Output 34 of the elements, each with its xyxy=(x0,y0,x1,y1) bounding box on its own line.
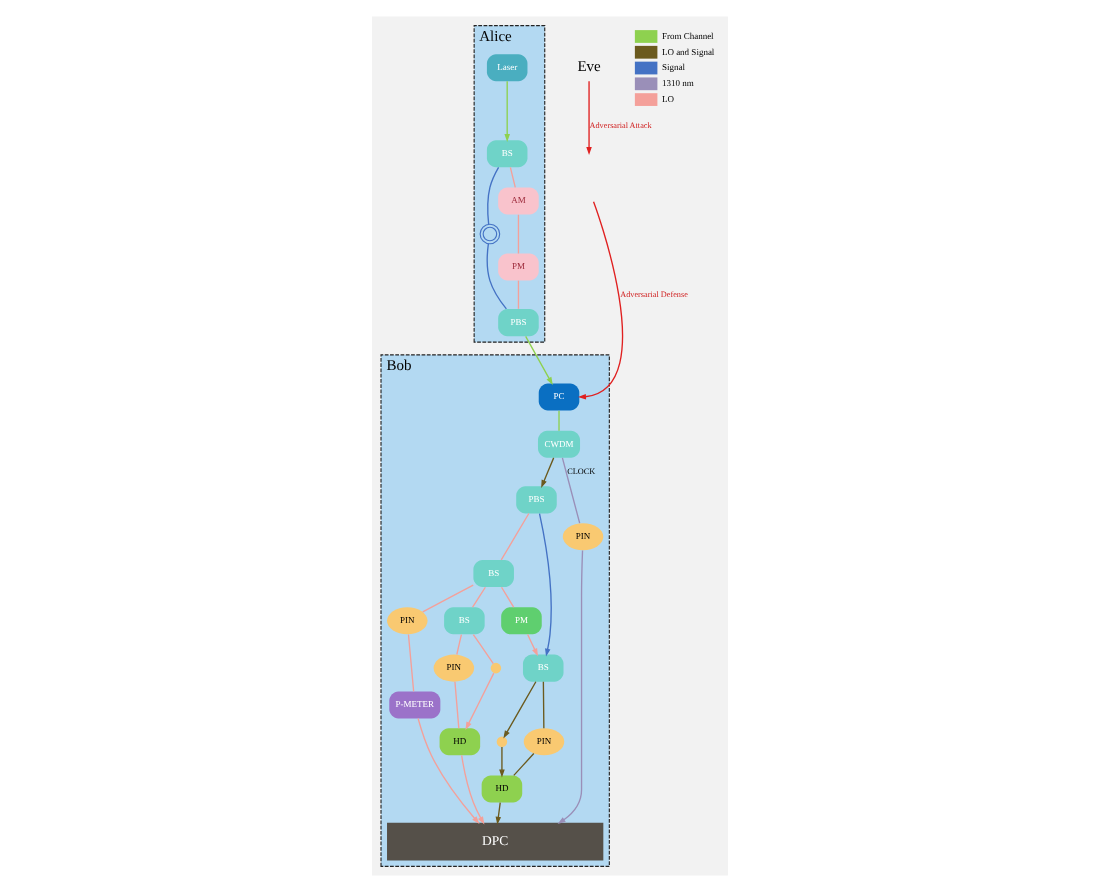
arrow xyxy=(557,549,584,824)
arrow xyxy=(504,80,510,142)
connector xyxy=(454,681,460,729)
connector xyxy=(407,633,415,693)
arrow xyxy=(526,633,538,657)
connector xyxy=(513,752,535,777)
arrow xyxy=(578,201,624,400)
arrow xyxy=(499,746,505,778)
connector xyxy=(471,586,487,608)
arrow xyxy=(417,717,480,825)
connector xyxy=(500,512,530,561)
connector xyxy=(472,633,494,665)
connector xyxy=(558,410,560,432)
arrow xyxy=(586,80,592,155)
connector xyxy=(486,243,508,310)
arrow xyxy=(465,672,495,730)
connector xyxy=(517,279,520,310)
arrow xyxy=(495,802,502,825)
arrow xyxy=(461,754,485,825)
arrow xyxy=(503,681,537,739)
node-circle xyxy=(490,662,502,674)
arrow xyxy=(541,457,555,488)
arrow xyxy=(525,335,553,386)
arrow xyxy=(538,512,552,657)
connector xyxy=(487,166,500,225)
connector xyxy=(509,166,516,188)
connector xyxy=(542,681,545,729)
connector xyxy=(456,633,463,656)
connector xyxy=(517,214,520,255)
node-circle xyxy=(496,736,508,747)
node-text: Eve xyxy=(577,57,601,76)
connector xyxy=(500,586,515,608)
connector xyxy=(561,457,581,524)
connector xyxy=(422,584,474,613)
